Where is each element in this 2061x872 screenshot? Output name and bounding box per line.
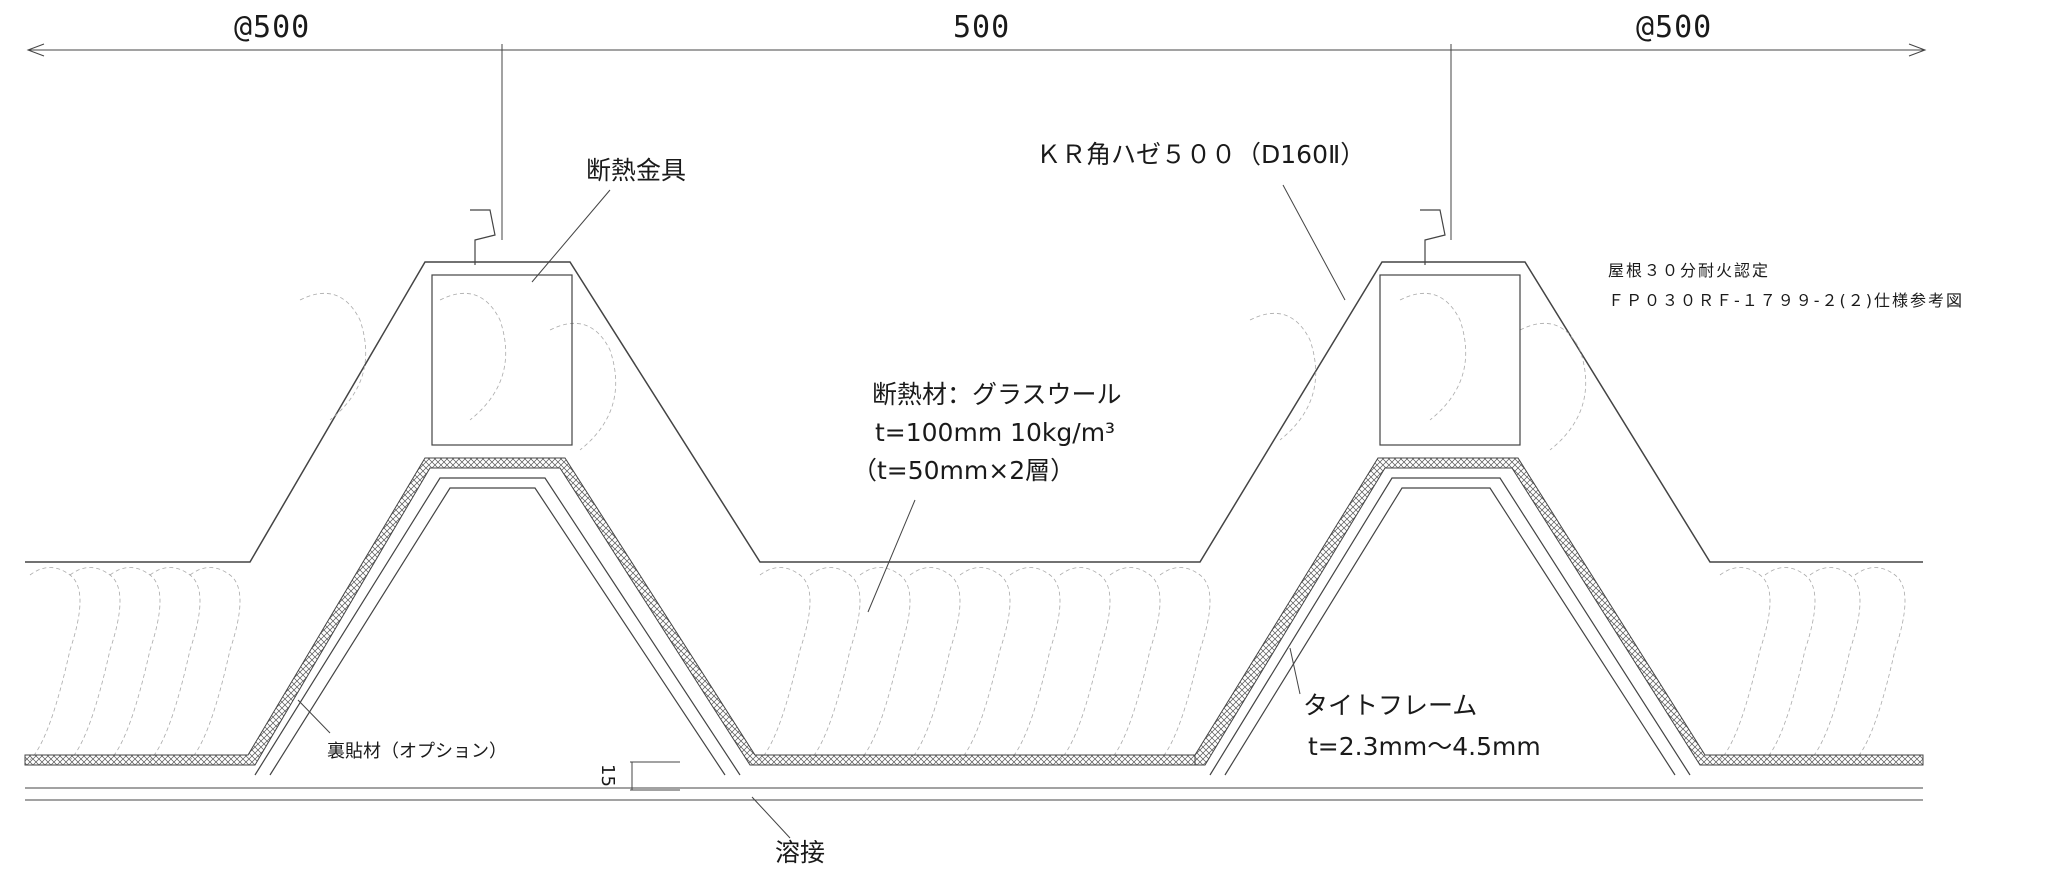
roof-panel-seams <box>431 209 1521 446</box>
base-plate <box>25 787 1923 801</box>
leader-lines <box>297 184 1346 839</box>
certification-line-1: 屋根３０分耐火認定 <box>1608 261 1771 280</box>
backing-layer-left <box>24 457 1196 766</box>
tight-frame-spec: t=2.3mm～4.5mm <box>1308 732 1541 761</box>
tight-frame <box>254 477 1691 776</box>
roof-panel-label: ＫＲ角ハゼ５００（D160Ⅱ） <box>1036 140 1366 169</box>
insulation-title: 断熱材：グラスウール <box>872 380 1122 409</box>
insulation-outline <box>25 261 1923 563</box>
certification-line-2: ＦＰ０３０ＲＦ-１７９９-２(２)仕様参考図 <box>1608 291 1965 310</box>
dimension-right-pitch: @500 <box>1636 10 1713 45</box>
tight-frame-title: タイトフレーム <box>1303 691 1478 720</box>
rib-height-dimension <box>630 761 680 791</box>
backing-layer-right <box>1194 457 1924 766</box>
dimension-line <box>26 43 1927 240</box>
backing-label: 裏貼材（オプション） <box>327 741 507 762</box>
rib-height-label: 15 <box>596 764 618 787</box>
dimension-left-pitch: @500 <box>234 10 311 45</box>
dimension-center-pitch: 500 <box>953 10 1011 45</box>
insulation-layers: （t=50mm×2層） <box>852 456 1076 485</box>
insulation-bracket-label: 断熱金具 <box>586 156 687 185</box>
weld-label: 溶接 <box>775 838 826 867</box>
glass-wool-pattern <box>29 292 1906 761</box>
insulation-spec: t=100mm 10kg/m³ <box>875 418 1116 447</box>
